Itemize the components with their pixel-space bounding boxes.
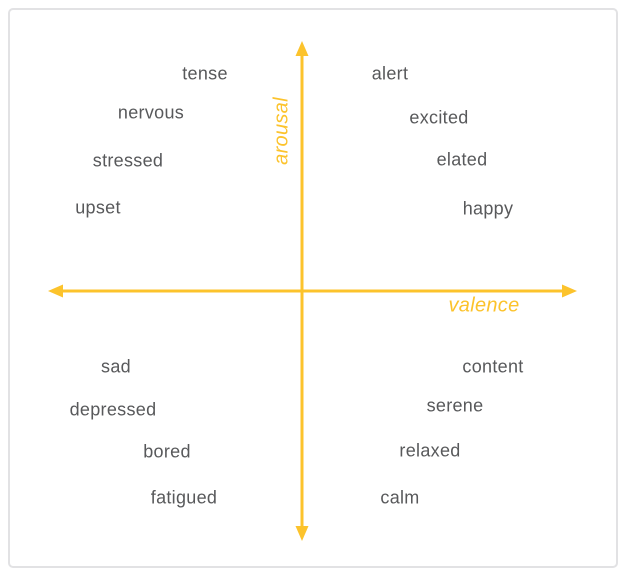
emotion-label-depressed: depressed [69,399,157,420]
arousal-axis-label: arousal [270,97,293,165]
valence-axis-label: valence [448,294,520,317]
emotion-label-stressed: stressed [92,150,164,171]
arrow-up-icon [295,41,309,56]
diagram-border [8,8,618,568]
emotion-label-alert: alert [371,63,409,84]
arrow-left-icon [48,284,63,298]
emotion-label-excited: excited [409,107,469,128]
arrow-right-icon [562,284,577,298]
emotion-label-relaxed: relaxed [399,440,461,461]
emotion-label-content: content [462,356,524,377]
emotion-label-nervous: nervous [117,102,185,123]
emotion-label-tense: tense [182,63,228,84]
arrow-down-icon [295,526,309,541]
emotion-label-fatigued: fatigued [150,487,218,508]
emotion-label-sad: sad [101,356,131,377]
emotion-label-bored: bored [143,441,191,462]
emotion-label-upset: upset [75,197,121,218]
emotion-label-serene: serene [426,395,484,416]
emotion-label-calm: calm [380,487,420,508]
emotion-label-elated: elated [436,149,488,170]
emotion-label-happy: happy [462,198,514,219]
